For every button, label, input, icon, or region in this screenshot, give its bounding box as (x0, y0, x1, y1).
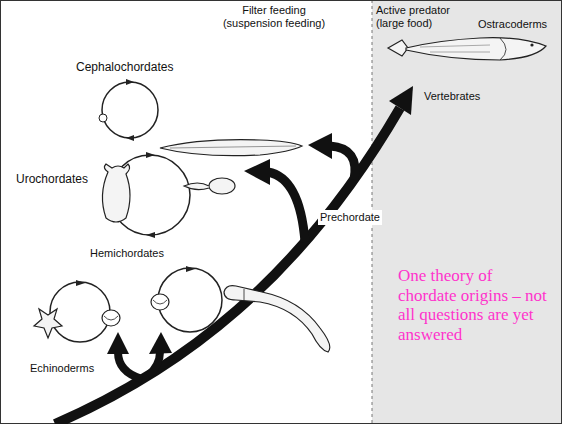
cycle-arrowhead (126, 79, 134, 85)
branch-arrow (268, 172, 305, 242)
cycle-arrowhead (186, 266, 195, 272)
ostracoderm (406, 38, 546, 60)
fish-eye (530, 43, 533, 46)
arrowhead (149, 332, 172, 354)
fish-tail (388, 40, 408, 56)
trunk-arrow (55, 108, 400, 424)
group-label: Hemichordates (90, 247, 164, 260)
group-label: Vertebrates (424, 90, 480, 103)
life-cycle-circle (50, 282, 110, 342)
fish-scales (420, 45, 490, 52)
shaded-region (372, 0, 562, 424)
lancelet (160, 140, 302, 156)
lancelet-notochord (170, 146, 296, 148)
group-label: Ostracoderms (478, 18, 547, 31)
note-text: One theory of chordate origins – not all… (398, 266, 550, 344)
cycle-arrowhead (146, 152, 155, 158)
larva-band (104, 316, 118, 320)
acorn-worm (224, 286, 330, 352)
starfish (34, 309, 62, 338)
branch-arrow (330, 146, 355, 180)
arrowhead (107, 332, 129, 354)
acorn-worm-collar (244, 289, 245, 301)
larva (151, 294, 169, 310)
section-heading: Filter feeding (suspension feeding) (214, 4, 334, 30)
branch-arrow (148, 352, 160, 376)
node-label: Prechordate (318, 210, 382, 225)
tunicate-adult (102, 164, 130, 222)
cycle-arrowhead (126, 135, 134, 141)
tunicate-larva-tail (184, 183, 209, 190)
section-heading: Active predator (large food) (376, 4, 472, 30)
group-label: Cephalochordates (76, 60, 173, 74)
arrowhead (389, 86, 413, 115)
life-cycle-circle (102, 82, 158, 138)
tunicate-larva-head (209, 178, 235, 194)
cycle-arrowhead (76, 280, 85, 286)
group-label: Urochordates (16, 172, 88, 186)
larva-band (153, 300, 167, 304)
larva (102, 310, 120, 326)
group-label: Echinoderms (30, 362, 94, 375)
arrowhead (244, 159, 270, 185)
cycle-arrowhead (146, 232, 155, 238)
arrowhead (308, 133, 332, 159)
branch-arrow (118, 352, 142, 379)
egg (99, 114, 107, 122)
head-shield (500, 38, 506, 60)
